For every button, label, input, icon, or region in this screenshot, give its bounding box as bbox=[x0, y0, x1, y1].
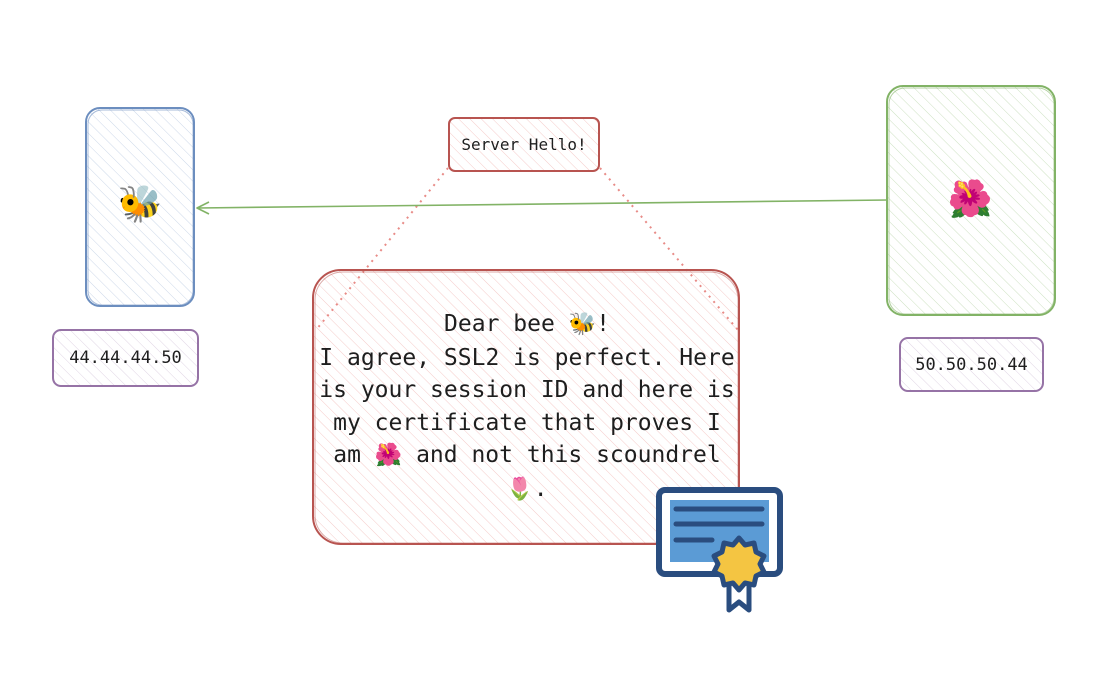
client-node[interactable] bbox=[85, 107, 195, 307]
message-line-6: 🌷. bbox=[506, 475, 548, 502]
client-ip-label: 44.44.44.50 bbox=[69, 348, 182, 368]
server-ip-label: 50.50.50.44 bbox=[915, 354, 1028, 375]
certificate-icon bbox=[656, 487, 783, 613]
hibiscus-inline-emoji: 🌺 bbox=[374, 443, 403, 468]
client-ip-box bbox=[52, 329, 199, 387]
message-title-box bbox=[448, 117, 600, 172]
server-ip-box bbox=[899, 337, 1044, 392]
client-bee-emoji: 🐝 bbox=[117, 184, 163, 225]
message-line-5: am 🌺 and not this scoundrel bbox=[333, 442, 721, 468]
server-node[interactable] bbox=[886, 85, 1056, 316]
callout-line-right bbox=[599, 167, 739, 331]
server-to-client-arrow bbox=[196, 199, 889, 215]
message-title: Server Hello! bbox=[461, 135, 587, 154]
tulip-inline-emoji: 🌷 bbox=[506, 476, 534, 502]
server-hibiscus-emoji: 🌺 bbox=[947, 179, 993, 220]
message-box bbox=[312, 269, 740, 545]
message-line-1: Dear bee 🐝! bbox=[444, 311, 610, 337]
message-line-3: is your session ID and here is bbox=[319, 377, 735, 403]
bee-inline-emoji: 🐝 bbox=[568, 312, 597, 337]
message-body: Dear bee 🐝! I agree, SSL2 is perfect. He… bbox=[318, 308, 736, 506]
message-line-4: my certificate that proves I bbox=[333, 409, 721, 436]
message-line-2: I agree, SSL2 is perfect. Here bbox=[319, 344, 735, 371]
